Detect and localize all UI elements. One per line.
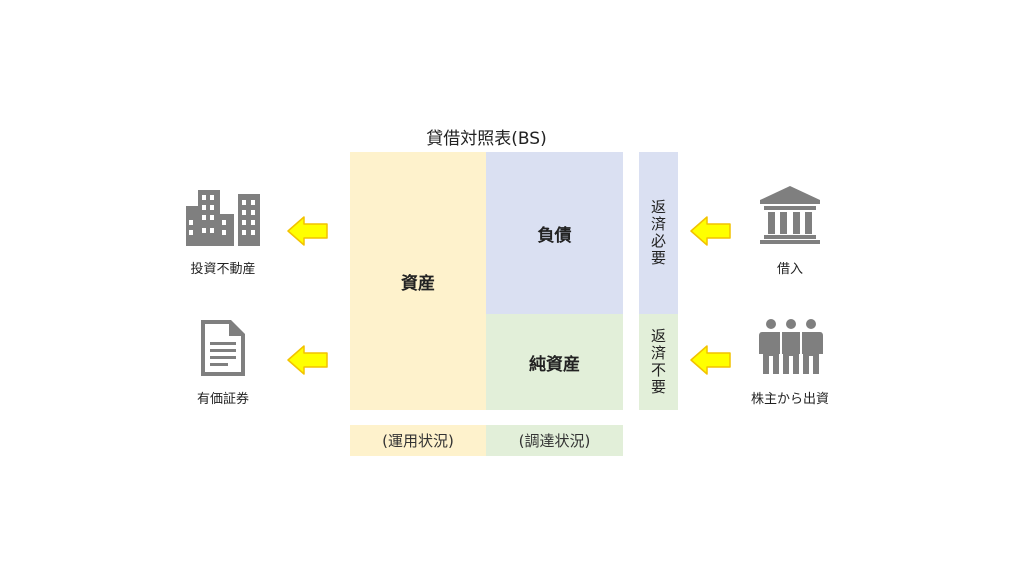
bank-icon <box>760 186 820 244</box>
footer-raise-box: (調達状況) <box>486 425 623 456</box>
repay-required-box: 返済必要 <box>639 152 678 314</box>
left-label-securities: 有価証券 <box>196 392 249 407</box>
liabilities-label: 負債 <box>537 225 572 246</box>
diagram-title: 貸借対照表(BS) <box>426 129 547 149</box>
footer-use-label: (運用状況) <box>382 432 454 450</box>
arrow-left-icon <box>287 344 329 376</box>
repay-not-required-box: 返済不要 <box>639 314 678 410</box>
assets-label: 資産 <box>401 273 435 294</box>
repay-required-label: 返済必要 <box>649 199 667 267</box>
arrow-left-icon <box>287 215 329 247</box>
right-label-shareholder-investment: 株主から出資 <box>750 392 829 407</box>
people-icon <box>759 318 823 376</box>
arrow-left-icon <box>690 344 732 376</box>
footer-raise-label: (調達状況) <box>518 432 591 450</box>
assets-box: 資産 <box>350 152 486 410</box>
buildings-icon <box>186 190 260 246</box>
arrow-left-icon <box>690 215 732 247</box>
equity-label: 純資産 <box>529 354 580 375</box>
right-label-borrowing: 借入 <box>776 262 803 277</box>
document-icon <box>201 320 245 376</box>
liabilities-box: 負債 <box>486 152 623 314</box>
repay-not-required-label: 返済不要 <box>649 328 667 396</box>
left-label-real-estate: 投資不動産 <box>190 262 256 277</box>
equity-box: 純資産 <box>486 314 623 410</box>
footer-use-box: (運用状況) <box>350 425 486 456</box>
